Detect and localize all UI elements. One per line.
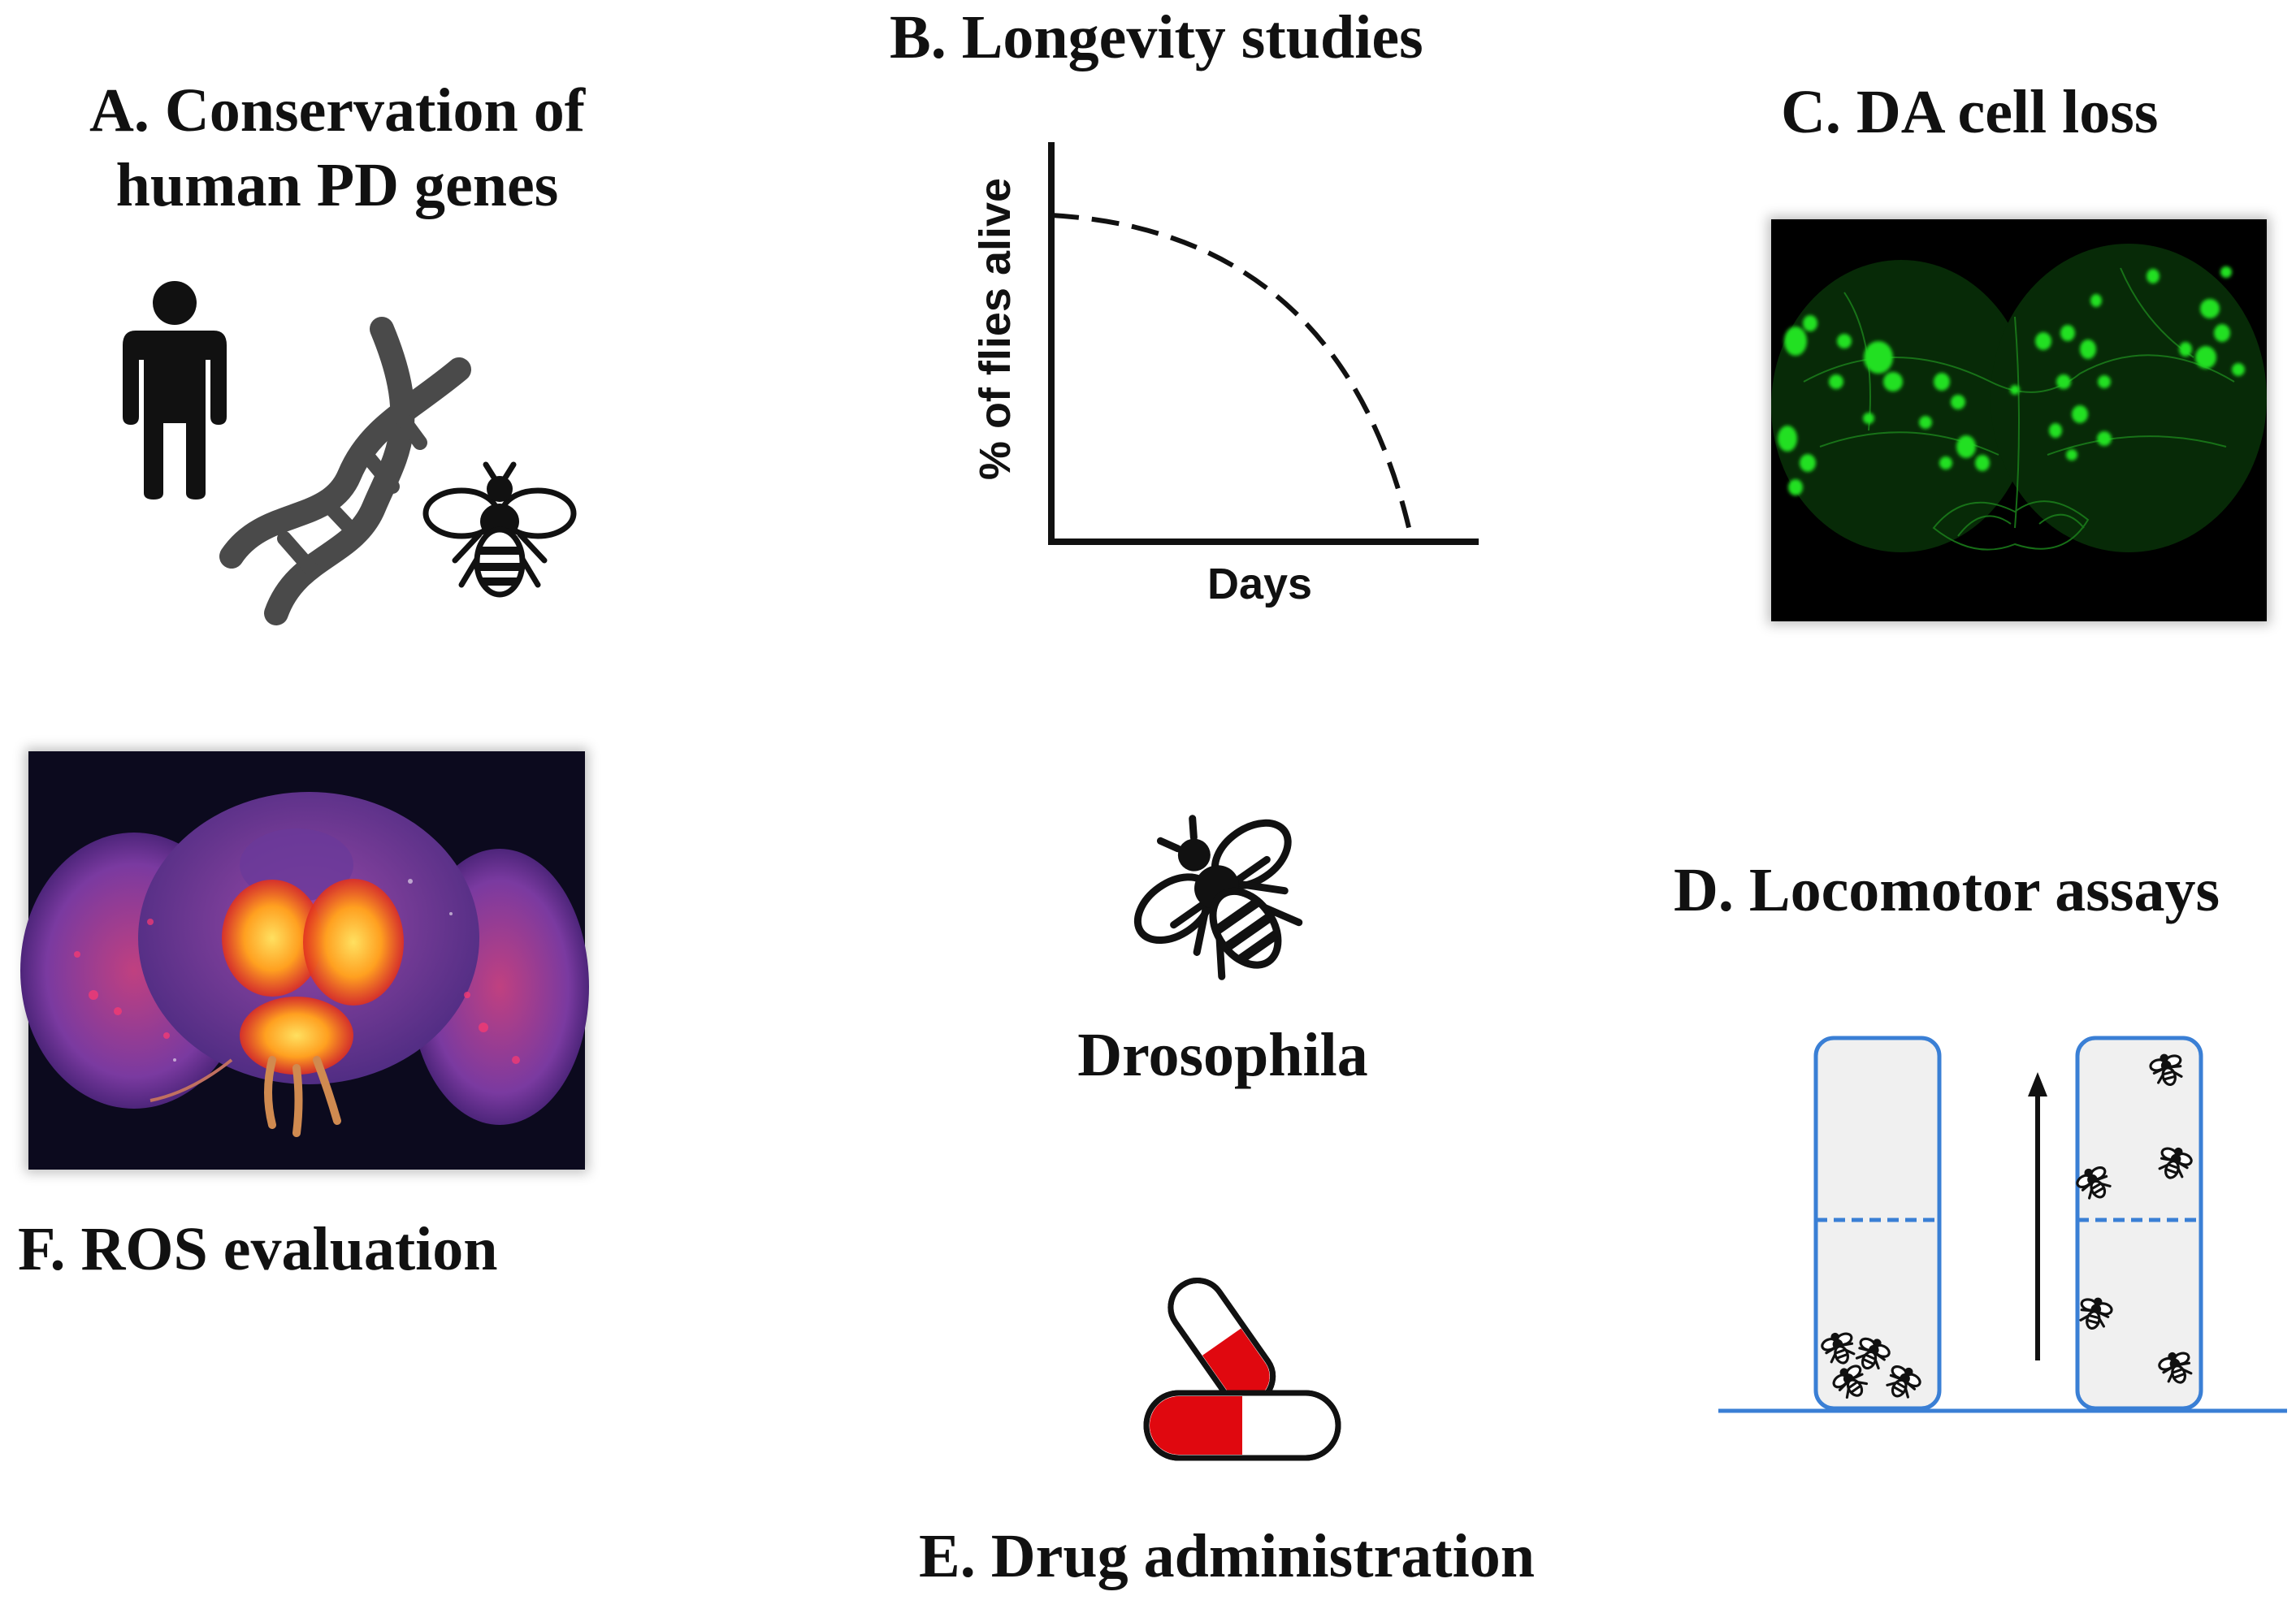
panel-a-title-line1: A. Conservation of [89, 76, 586, 145]
fly-icon [1133, 815, 1303, 980]
panel-f-title: F. ROS evaluation [18, 1215, 498, 1283]
pill-icon [1143, 1278, 1341, 1461]
panel-c-title: C. DA cell loss [1781, 78, 2159, 146]
tube-left [1813, 1036, 1942, 1411]
locomotor-assay-diagram [1718, 1036, 2287, 1413]
x-axis-label: Days [1207, 560, 1313, 608]
ros-brain-image [20, 751, 589, 1170]
arrow-up-icon [2028, 1072, 2047, 1360]
bee-icon [422, 461, 577, 598]
panel-a-title-line2: human PD genes [115, 151, 559, 219]
dna-icon [219, 317, 471, 625]
person-icon [123, 281, 227, 500]
longevity-chart [1048, 142, 1479, 545]
panel-b-title: B. Longevity studies [890, 3, 1423, 71]
panel-e-title: E. Drug administration [919, 1522, 1535, 1590]
panel-d-title: D. Locomotor assays [1674, 856, 2220, 924]
survival-curve [1051, 213, 1414, 543]
drosophila-label: Drosophila [1077, 1021, 1368, 1089]
da-neurons-image [1771, 219, 2267, 621]
y-axis-label: % of flies alive [971, 177, 1020, 481]
